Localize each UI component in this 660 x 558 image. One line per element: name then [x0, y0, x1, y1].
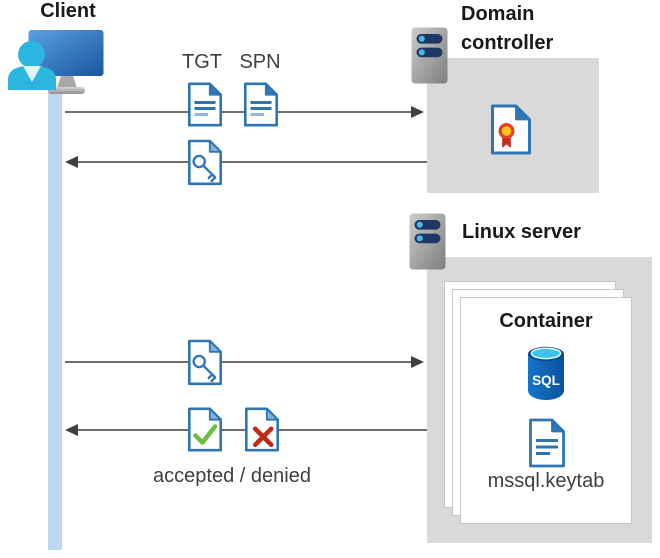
accepted-document-icon — [188, 407, 222, 452]
arrow-client-to-linux — [65, 356, 424, 368]
linux-server-label: Linux server — [462, 221, 581, 243]
spn-document-icon — [244, 82, 278, 127]
sql-database-icon: SQL — [528, 346, 564, 400]
domain-controller-label: Domain controller — [461, 0, 553, 58]
monitor-icon — [28, 30, 104, 94]
session-key-document-icon — [188, 139, 222, 186]
sql-db-label: SQL — [532, 373, 560, 388]
person-icon — [8, 41, 56, 90]
container-title: Container — [499, 310, 593, 332]
client-label: Client — [40, 0, 96, 22]
keytab-document-icon — [529, 418, 565, 468]
denied-document-icon — [245, 407, 279, 452]
certificate-icon — [491, 104, 531, 155]
tgt-label: TGT — [182, 51, 222, 73]
result-label: accepted / denied — [153, 465, 311, 487]
domain-controller-label-line2: controller — [461, 32, 554, 54]
linux-server-icon — [409, 213, 446, 270]
spn-label: SPN — [239, 51, 281, 73]
arrow-dc-to-client — [65, 156, 427, 168]
tgt-document-icon — [188, 82, 222, 127]
client-workstation-icon — [8, 30, 104, 94]
service-ticket-document-icon — [188, 339, 222, 386]
keytab-label: mssql.keytab — [487, 470, 605, 492]
container-card: Container SQL mssql.keytab — [460, 297, 632, 524]
domain-controller-server-icon — [411, 27, 448, 84]
domain-controller-label-line1: Domain — [461, 3, 535, 25]
client-lifeline — [48, 90, 62, 550]
